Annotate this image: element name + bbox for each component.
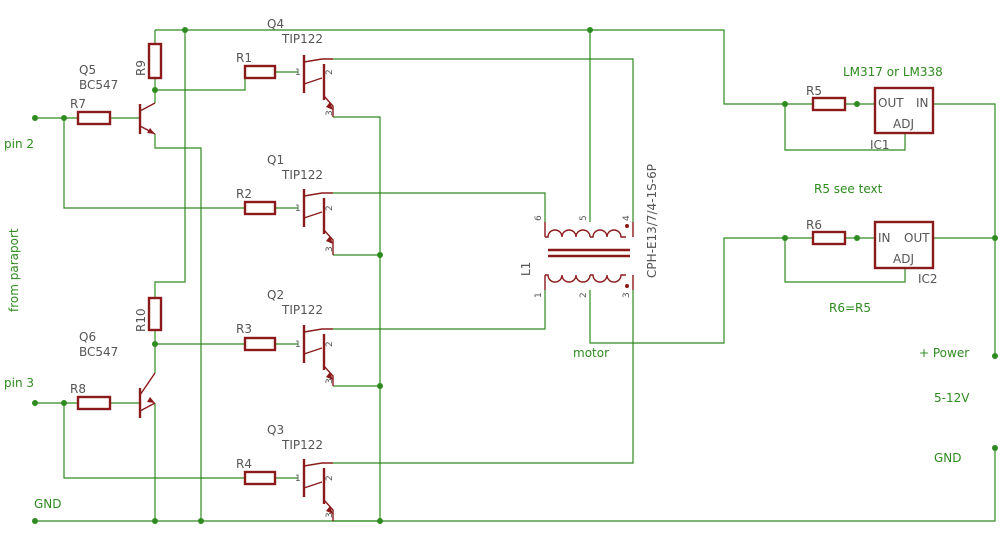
resistor-r9 [147,42,163,80]
motor-coils [544,212,634,300]
q5-name: Q5 [79,63,96,77]
r6-label: R6 [806,218,822,232]
coil-pin4: 4 [622,215,632,221]
q1-pin1: 1 [295,204,301,214]
resistor-r5 [811,96,847,112]
q1-pin2: 2 [325,205,335,211]
lm-title: LM317 or LM338 [843,65,943,79]
pin3-label: pin 3 [4,376,34,390]
q2-pin1: 1 [295,340,301,350]
plus-power-label: + Power [919,346,969,360]
r5-label: R5 [806,84,822,98]
r9-label: R9 [134,60,148,76]
ic1-name: IC1 [870,138,890,152]
transistor-q3 [302,459,334,521]
from-paraport-label: from paraport [7,228,21,312]
wires [35,29,996,522]
resistor-r2 [243,200,277,216]
q6-type: BC547 [79,345,118,359]
motor-label: motor [573,346,609,360]
voltage-label: 5-12V [934,391,970,405]
resistor-r1 [243,64,277,80]
q6-name: Q6 [79,330,96,344]
transistor-q4 [302,55,334,117]
pin2-label: pin 2 [4,137,34,151]
ic1-in: IN [916,96,929,110]
ic2-adj: ADJ [893,252,914,266]
q5-type: BC547 [79,78,118,92]
gnd-right-label: GND [934,451,962,465]
ic1-out: OUT [878,96,904,110]
resistor-r4 [243,470,277,486]
ic2-in: IN [878,231,891,245]
q3-pin1: 1 [295,474,301,484]
q3-type: TIP122 [281,438,323,452]
r1-label: R1 [236,51,252,65]
q3-pin3: 3 [325,512,335,518]
transistor-q6 [138,372,156,418]
resistors [76,42,847,486]
coil-pin3: 3 [622,292,632,298]
q4-pin2: 2 [325,69,335,75]
coil-pin5: 5 [579,215,589,221]
ic2-name: IC2 [918,272,938,286]
r3-label: R3 [236,322,252,336]
q1-name: Q1 [267,153,284,167]
q1-pin3: 3 [325,246,335,252]
coil-pin6: 6 [534,215,544,221]
q3-name: Q3 [267,423,284,437]
r10-label: R10 [134,308,148,332]
q4-pin3: 3 [325,110,335,116]
transistor-q5 [138,102,156,135]
resistor-r3 [243,336,277,352]
q4-name: Q4 [267,17,284,31]
q2-pin2: 2 [325,341,335,347]
transistor-q1 [302,189,334,255]
resistor-r7 [76,110,112,126]
resistor-r8 [76,395,112,411]
r6-note: R6=R5 [829,301,871,315]
q2-pin3: 3 [325,378,335,384]
transistor-q2 [302,325,334,386]
r4-label: R4 [236,457,252,471]
q4-pin1: 1 [295,68,301,78]
r8-label: R8 [70,382,86,396]
regulator-ic2 [873,220,935,270]
motor-ref: L1 [519,262,533,276]
ic1-adj: ADJ [893,117,914,131]
q3-pin2: 2 [325,475,335,481]
resistor-r6 [811,230,847,246]
q2-name: Q2 [267,288,284,302]
gnd-left-label: GND [34,497,62,511]
coil-pin1: 1 [534,292,544,298]
resistor-r10 [147,296,163,332]
motor-part: CPH-E13/7/4-1S-6P [645,164,659,278]
q2-type: TIP122 [281,303,323,317]
q4-type: TIP122 [281,32,323,46]
ic2-out: OUT [904,231,930,245]
r7-label: R7 [70,97,86,111]
regulator-ic1 [873,86,935,135]
coil-pin2: 2 [579,292,589,298]
r2-label: R2 [236,187,252,201]
r5-note: R5 see text [814,182,883,196]
junctions [32,27,998,524]
q1-type: TIP122 [281,168,323,182]
